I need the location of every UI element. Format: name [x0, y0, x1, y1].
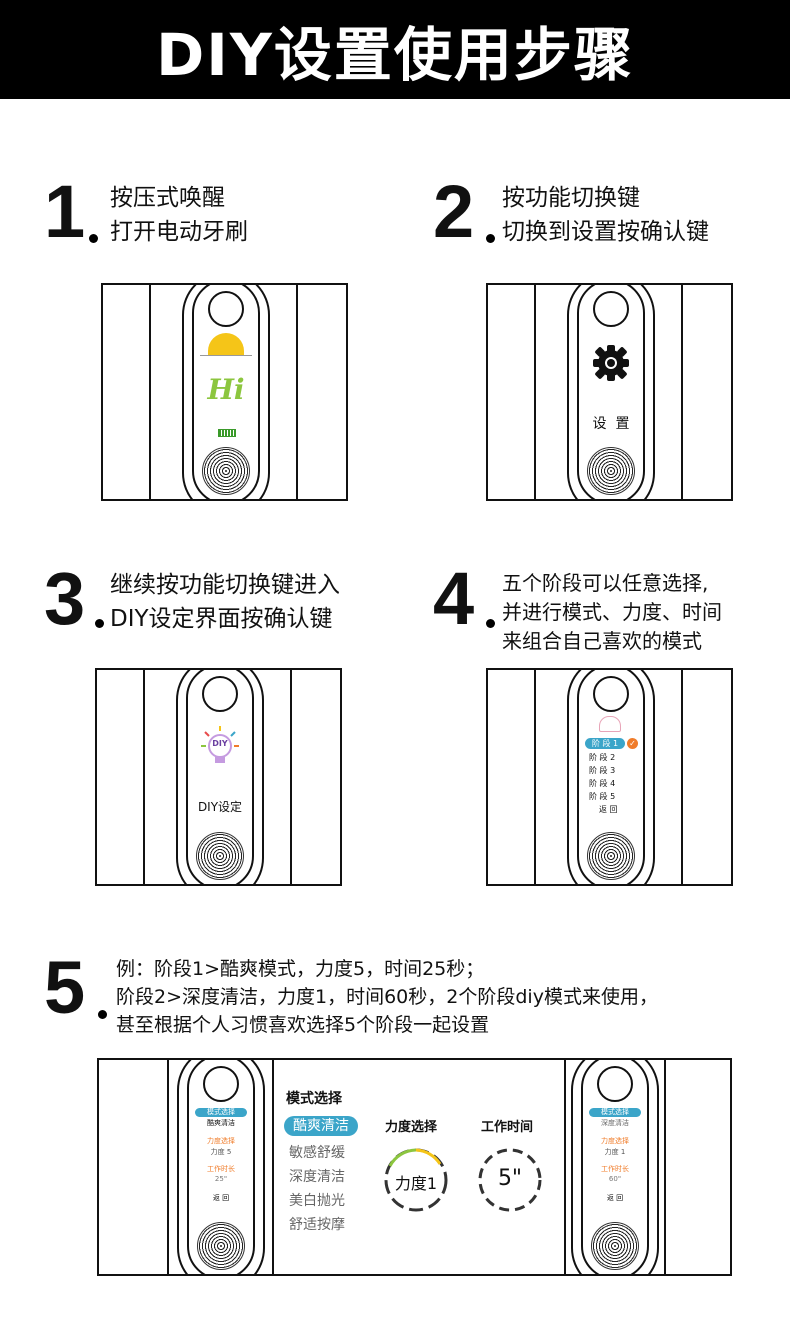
diy-label: DIY设定 [197, 800, 243, 814]
stage-2-item[interactable]: 阶 段 2 [589, 753, 616, 762]
right-time-label: 工作时长 [601, 1165, 629, 1173]
step-4-line-3: 来组合自己喜欢的模式 [502, 629, 702, 653]
right-force-select: 力度选择 [601, 1137, 629, 1145]
step-2-line-2: 切换到设置按确认键 [502, 219, 709, 245]
panel-diy: DIY DIY设定 [95, 668, 342, 886]
title-banner: DIY设置使用步骤 [0, 0, 790, 99]
battery-icon [218, 429, 236, 437]
time-dial [478, 1148, 542, 1212]
left-back: 返 回 [212, 1194, 230, 1202]
step-5-line-3: 甚至根据个人习惯喜欢选择5个阶段一起设置 [116, 1014, 490, 1036]
right-device: 模式选择 深度清洁 力度选择 力度 1 工作时长 60" 返 回 [571, 1060, 659, 1274]
step-4-line-2: 并进行模式、力度、时间 [502, 600, 722, 624]
step-3-line-1: 继续按功能切换键进入 [110, 572, 340, 598]
step-4-line-1: 五个阶段可以任意选择, [502, 571, 709, 595]
speaker-grille [202, 447, 250, 495]
power-button[interactable] [208, 291, 244, 327]
panel-wake: Hi [101, 283, 348, 501]
mode-option-4[interactable]: 美白抛光 [289, 1193, 345, 1209]
left-force: 力度 5 [210, 1148, 232, 1156]
force-title: 力度选择 [385, 1120, 438, 1135]
step-3-dot [95, 619, 104, 628]
step-2-number: 2 [433, 170, 475, 253]
sun-face-icon [208, 333, 244, 355]
step-1-number: 1 [44, 170, 86, 253]
right-time: 60" [608, 1175, 622, 1183]
step-2-line-1: 按功能切换键 [502, 185, 640, 211]
back-item[interactable]: 返 回 [599, 805, 618, 814]
hi-text: Hi [207, 373, 245, 406]
speaker-grille [587, 447, 635, 495]
force-dial [384, 1148, 448, 1212]
diy-badge: DIY [212, 739, 228, 748]
power-button[interactable] [597, 1066, 633, 1102]
step-4-dot [486, 619, 495, 628]
panel-example: 模式选择 酷爽清洁 力度选择 力度 5 工作时长 25" 返 回 模式选择 酷爽… [97, 1058, 732, 1276]
mode-option-1[interactable]: 酷爽清洁 [284, 1116, 358, 1136]
power-button[interactable] [203, 1066, 239, 1102]
stage-1-selected[interactable]: 阶 段 1 [585, 738, 625, 749]
page-title: DIY设置使用步骤 [156, 20, 634, 89]
left-device: 模式选择 酷爽清洁 力度选择 力度 5 工作时长 25" 返 回 [177, 1060, 265, 1274]
right-mode-select: 模式选择 [589, 1108, 641, 1117]
left-mode: 酷爽清洁 [207, 1119, 235, 1127]
mode-option-2[interactable]: 敏感舒缓 [289, 1145, 345, 1161]
mode-option-5[interactable]: 舒适按摩 [289, 1217, 345, 1233]
step-1-line-2: 打开电动牙刷 [110, 219, 248, 245]
step-3-line-2: DIY设定界面按确认键 [110, 606, 333, 632]
panel-stages: 阶 段 1 ✓ 阶 段 2 阶 段 3 阶 段 4 阶 段 5 返 回 [486, 668, 733, 886]
step-1-line-1: 按压式唤醒 [110, 185, 225, 211]
left-time: 25" [214, 1175, 228, 1183]
stage-4-item[interactable]: 阶 段 4 [589, 779, 616, 788]
time-value: 5" [497, 1166, 523, 1191]
mode-option-3[interactable]: 深度清洁 [289, 1169, 345, 1185]
step-5-line-1: 例：阶段1>酷爽模式，力度5，时间25秒； [116, 958, 485, 980]
toothbrush-device: DIY DIY设定 [176, 670, 264, 884]
speaker-grille [196, 832, 244, 880]
lightbulb-icon [201, 726, 239, 763]
toothbrush-device: 阶 段 1 ✓ 阶 段 2 阶 段 3 阶 段 4 阶 段 5 返 回 [567, 670, 655, 884]
right-mode: 深度清洁 [601, 1119, 629, 1127]
step-5-number: 5 [44, 946, 86, 1029]
step-3-number: 3 [44, 557, 86, 640]
step-5-line-2: 阶段2>深度清洁，力度1，时间60秒，2个阶段diy模式来使用， [116, 986, 658, 1008]
speaker-grille [587, 832, 635, 880]
power-button[interactable] [593, 291, 629, 327]
stage-3-item[interactable]: 阶 段 3 [589, 766, 616, 775]
panel-settings: 设 置 [486, 283, 733, 501]
force-value: 力度1 [394, 1174, 438, 1193]
right-force: 力度 1 [604, 1148, 626, 1156]
stage-icon [599, 716, 621, 732]
speaker-grille [197, 1222, 245, 1270]
step-1-dot [89, 234, 98, 243]
mode-title: 模式选择 [286, 1091, 342, 1107]
right-back: 返 回 [606, 1194, 624, 1202]
step-2-dot [486, 234, 495, 243]
power-button[interactable] [593, 676, 629, 712]
power-button[interactable] [202, 676, 238, 712]
check-icon: ✓ [627, 738, 638, 749]
settings-label: 设 置 [592, 416, 630, 432]
toothbrush-device: Hi [182, 285, 270, 499]
step-5-dot [98, 1010, 107, 1019]
left-mode-select: 模式选择 [195, 1108, 247, 1117]
left-time-label: 工作时长 [207, 1165, 235, 1173]
speaker-grille [591, 1222, 639, 1270]
gear-icon [593, 345, 629, 381]
toothbrush-device: 设 置 [567, 285, 655, 499]
step-4-number: 4 [433, 557, 475, 640]
left-force-select: 力度选择 [207, 1137, 235, 1145]
stage-5-item[interactable]: 阶 段 5 [589, 792, 616, 801]
time-title: 工作时间 [481, 1120, 534, 1135]
